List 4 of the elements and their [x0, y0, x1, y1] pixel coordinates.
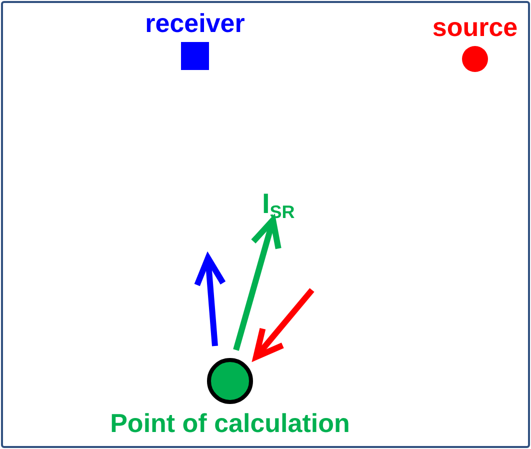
node-label: receiver: [145, 8, 245, 38]
node-label: Point of calculation: [110, 408, 350, 438]
node-label: source: [432, 12, 518, 42]
vector-label: I$_{SR}$: [262, 188, 295, 220]
